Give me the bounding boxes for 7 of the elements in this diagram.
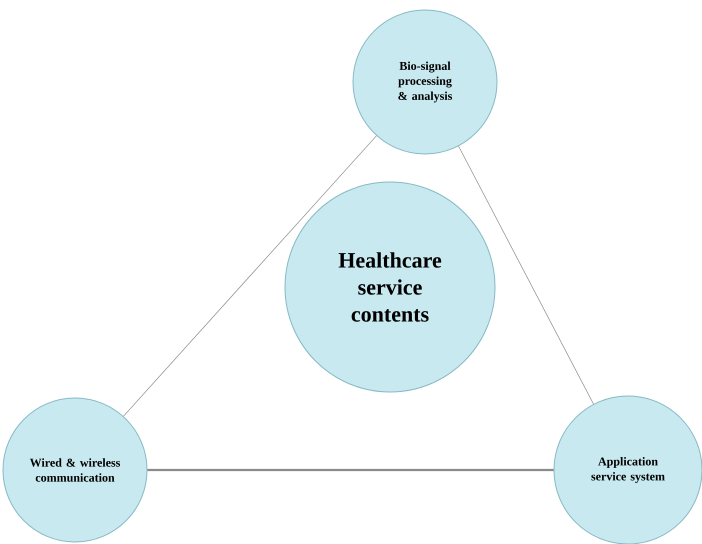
connector-line [148, 468, 554, 472]
circle-node: Wired & wireless communication [2, 398, 148, 542]
circle-node: Healthcare service contents [284, 182, 496, 392]
circle-node: Application service system [554, 396, 702, 544]
circle-node: Bio-signal processing & analysis [352, 10, 498, 154]
connector-line [123, 135, 377, 417]
connector-line [458, 146, 594, 404]
